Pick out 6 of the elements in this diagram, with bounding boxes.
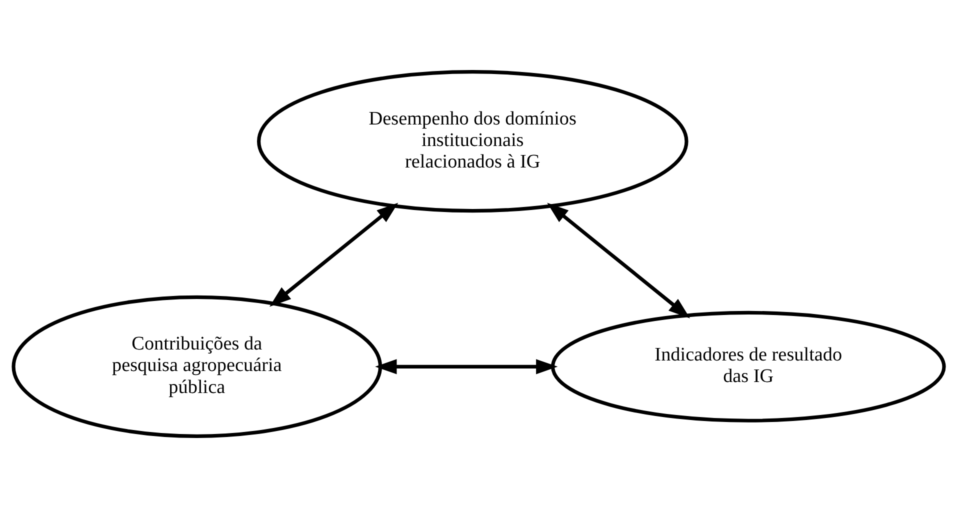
arrow	[374, 359, 558, 374]
arrow	[546, 202, 690, 318]
node-ellipse: Desempenho dos domínios institucionais relacionados à IG	[256, 70, 688, 213]
node-ellipse: Contribuições da pesquisa agropecuária pública	[11, 295, 382, 438]
arrow	[269, 202, 398, 307]
node-ellipse: Indicadores de resultado das IG	[550, 310, 946, 422]
